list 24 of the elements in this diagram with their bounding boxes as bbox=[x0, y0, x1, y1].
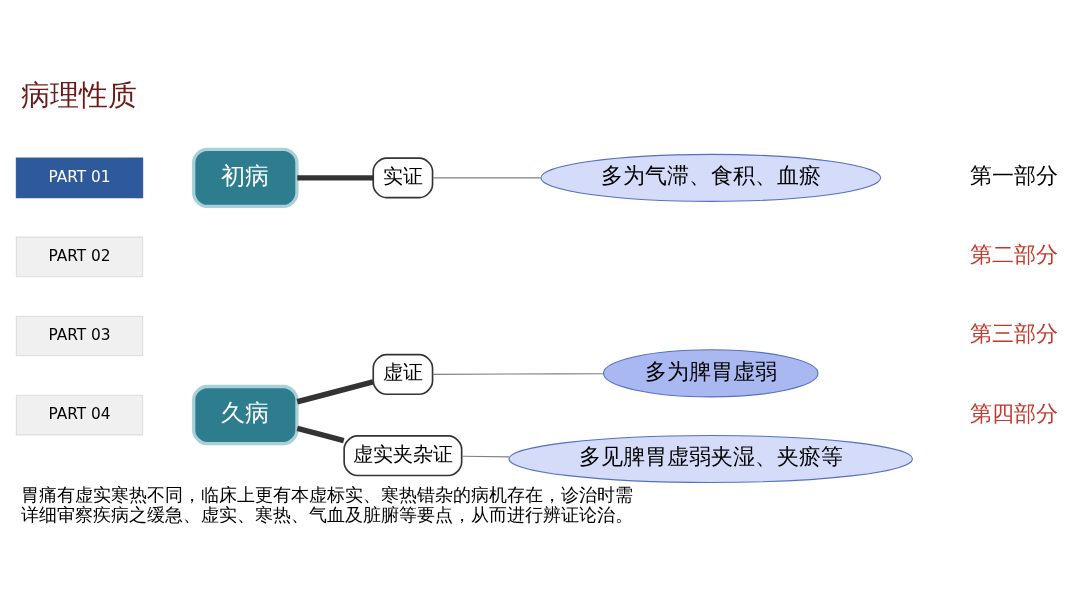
node-box: 实证 bbox=[372, 157, 434, 199]
label: PART 01 bbox=[48, 167, 111, 186]
connector bbox=[296, 425, 345, 444]
node-box: 虚实夹杂证 bbox=[343, 435, 463, 477]
node-ellipse: 多见脾胃虚弱夹湿、夹瘀等 bbox=[508, 434, 914, 484]
node-box: 初病 bbox=[192, 147, 299, 209]
diagram-title: 病理性质 bbox=[21, 77, 138, 112]
node-ellipse: 多为气滞、食积、血瘀 bbox=[540, 153, 882, 202]
node-box: 久病 bbox=[192, 384, 299, 446]
connector bbox=[432, 373, 605, 375]
label: 第一部分 bbox=[969, 163, 1058, 189]
label: 第三部分 bbox=[969, 321, 1058, 347]
connector bbox=[296, 379, 374, 405]
node-box: 虚证 bbox=[372, 353, 434, 396]
node-ellipse: 多为脾胃虚弱 bbox=[602, 349, 819, 398]
caption: 胃痛有虚实寒热不同，临床上更有本虚标实、寒热错杂的病机存在，诊治时需详细审察疾病之缓急、虚实、寒热、气血及脏腑等要点，从而进行辨证论治。 bbox=[21, 484, 634, 525]
label: 第四部分 bbox=[969, 400, 1058, 426]
label: PART 03 bbox=[48, 326, 111, 345]
label: PART 04 bbox=[48, 405, 111, 424]
connector bbox=[432, 177, 541, 179]
connector bbox=[461, 455, 511, 458]
label: 第二部分 bbox=[969, 242, 1058, 268]
label: PART 02 bbox=[48, 247, 111, 265]
connector bbox=[297, 175, 374, 181]
